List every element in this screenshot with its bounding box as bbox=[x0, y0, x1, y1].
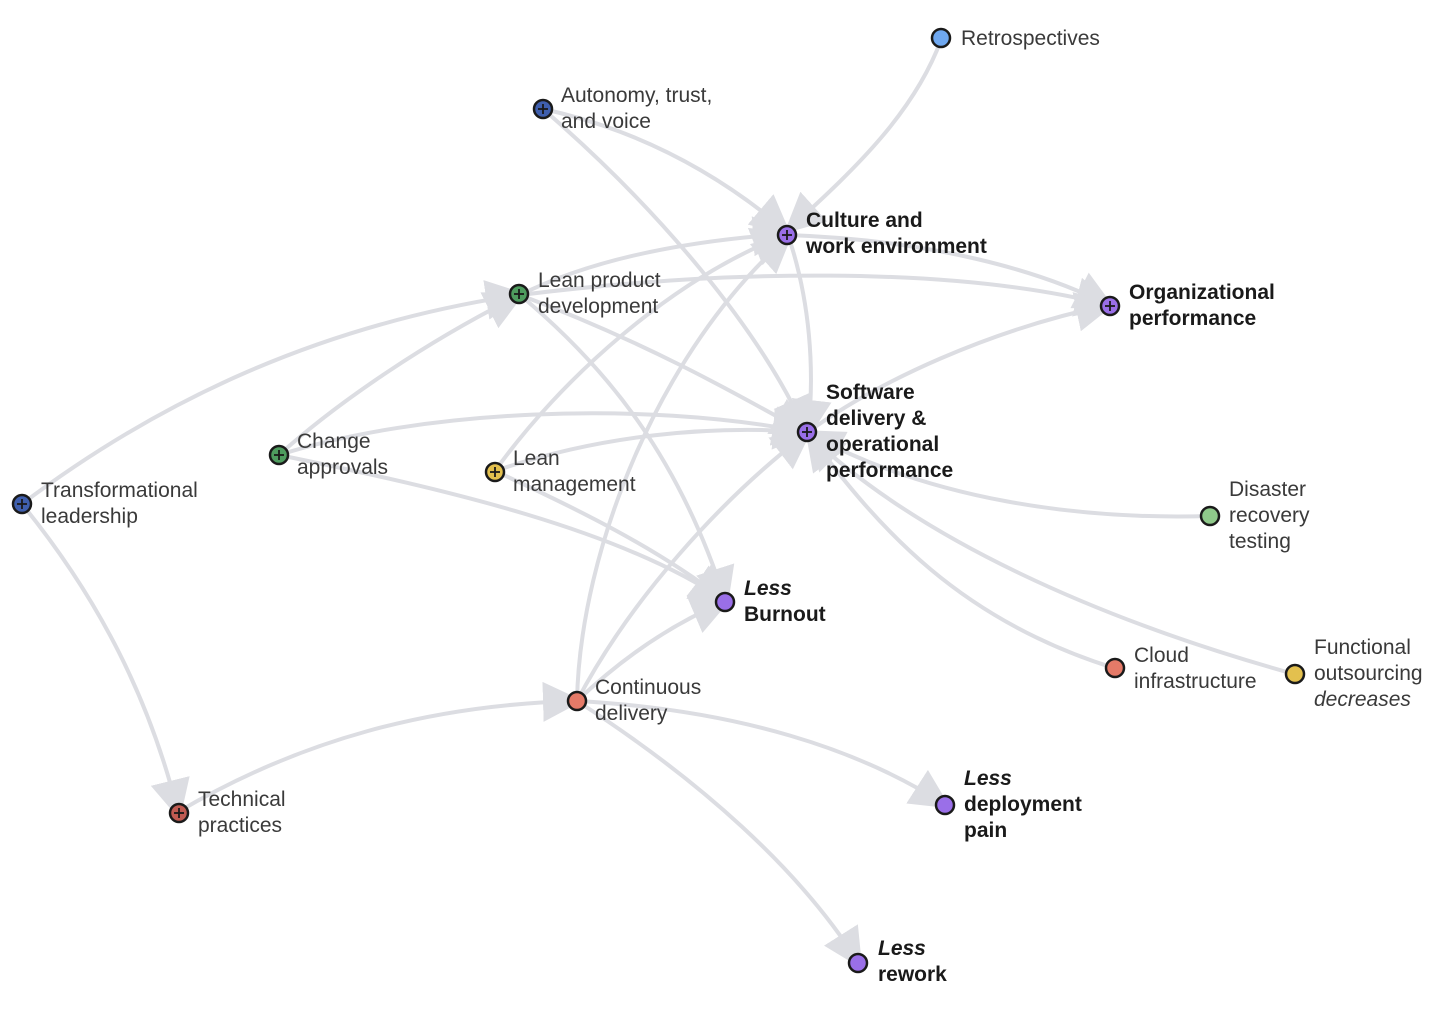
edge-continuous-delivery-to-culture bbox=[575, 232, 793, 703]
node-dot-org-performance bbox=[1099, 295, 1121, 317]
label-line: infrastructure bbox=[1134, 670, 1257, 693]
label-line: management bbox=[513, 473, 636, 496]
label-line: development bbox=[538, 295, 659, 318]
edge-functional-outsourcing-to-software-delivery bbox=[804, 430, 1296, 676]
node-label-lean-product-development: Lean product development bbox=[538, 268, 661, 320]
edge-lean-product-to-org-performance bbox=[518, 273, 1116, 317]
edge-continuous-delivery-to-software-delivery bbox=[575, 429, 813, 703]
label-line: Autonomy, trust, bbox=[561, 84, 713, 107]
label-line: Software bbox=[826, 381, 915, 404]
node-dot-less-deployment-pain bbox=[934, 794, 956, 816]
label-line: Less bbox=[964, 767, 1012, 790]
edge-change-approvals-to-software-delivery bbox=[277, 406, 813, 457]
node-label-less-rework: Less rework bbox=[878, 936, 947, 988]
label-line: Disaster bbox=[1229, 478, 1307, 501]
edge-autonomy-to-culture bbox=[541, 107, 792, 236]
edge-lean-management-to-less-burnout bbox=[493, 469, 731, 605]
node-label-technical-practices: Technical practices bbox=[198, 787, 286, 839]
node-dot-transformational bbox=[11, 493, 33, 515]
label-line: performance bbox=[1129, 307, 1257, 330]
label-line: recovery bbox=[1229, 504, 1310, 527]
edge-lean-management-to-culture bbox=[493, 228, 793, 473]
node-label-disaster-recovery-testing: Disaster recovery testing bbox=[1229, 477, 1310, 555]
label-line: Culture and bbox=[806, 209, 923, 232]
node-label-continuous-delivery: Continuous delivery bbox=[595, 675, 701, 727]
node-label-autonomy-trust-voice: Autonomy, trust, and voice bbox=[561, 83, 712, 135]
node-dot-technical-practices bbox=[168, 802, 190, 824]
node-dot-less-burnout bbox=[714, 591, 736, 613]
edge-continuous-delivery-to-less-rework bbox=[575, 699, 863, 969]
node-dot-lean-management bbox=[484, 461, 506, 483]
node-dot-lean-product bbox=[508, 283, 530, 305]
label-line: pain bbox=[964, 819, 1008, 842]
label-line: practices bbox=[198, 814, 283, 837]
label-line: Less bbox=[744, 577, 792, 600]
node-label-less-deployment-pain: Less deployment pain bbox=[964, 766, 1082, 844]
label-line: work environment bbox=[806, 235, 987, 258]
label-line: deployment bbox=[964, 793, 1082, 816]
edge-cloud-to-software-delivery bbox=[805, 429, 1116, 670]
edge-lean-management-to-software-delivery bbox=[493, 409, 813, 473]
label-line: Cloud bbox=[1134, 644, 1189, 667]
edge-continuous-delivery-to-less-burnout bbox=[575, 596, 732, 703]
node-dot-culture bbox=[776, 224, 798, 246]
node-dot-cloud bbox=[1104, 657, 1126, 679]
edge-transformational-to-technical-practices bbox=[20, 502, 190, 820]
label-line: and voice bbox=[561, 110, 651, 133]
label-line: decreases bbox=[1314, 688, 1411, 711]
label-line: performance bbox=[826, 459, 954, 482]
nodes-layer bbox=[11, 27, 1306, 974]
label-line: rework bbox=[878, 963, 947, 986]
edges-layer bbox=[20, 38, 1296, 969]
label-line: outsourcing bbox=[1314, 662, 1423, 685]
edge-disaster-recovery-to-software-delivery bbox=[802, 430, 1212, 519]
label-line: Change bbox=[297, 430, 371, 453]
node-label-culture-work-environment: Culture and work environment bbox=[806, 208, 987, 260]
node-dot-autonomy bbox=[532, 98, 554, 120]
node-dot-continuous-delivery bbox=[566, 690, 588, 712]
edge-retrospectives-to-culture bbox=[784, 38, 943, 234]
node-label-software-delivery-performance: Software delivery & operational performance bbox=[826, 380, 953, 484]
label-line: delivery & bbox=[826, 407, 927, 430]
node-label-transformational-leadership: Transformational leadership bbox=[41, 478, 198, 530]
label-line: leadership bbox=[41, 505, 138, 528]
edge-continuous-delivery-to-less-deployment-pain bbox=[575, 699, 951, 809]
label-line: operational bbox=[826, 433, 940, 456]
label-line: approvals bbox=[297, 456, 389, 479]
label-line: Less bbox=[878, 937, 926, 960]
edge-change-approvals-to-lean-product bbox=[277, 292, 526, 457]
node-label-functional-outsourcing: Functional outsourcing decreases bbox=[1314, 635, 1423, 713]
edge-software-delivery-to-org-performance bbox=[806, 292, 1116, 434]
node-label-retrospectives: Retrospectives bbox=[961, 26, 1100, 52]
label-line: Retrospectives bbox=[961, 27, 1100, 50]
label-line: Continuous bbox=[595, 676, 702, 699]
label-line: testing bbox=[1229, 530, 1291, 553]
label-line: Burnout bbox=[744, 603, 826, 626]
label-line: Lean product bbox=[538, 269, 661, 292]
node-dot-less-rework bbox=[847, 952, 869, 974]
node-label-lean-management: Lean management bbox=[513, 446, 636, 498]
node-label-organizational-performance: Organizational performance bbox=[1129, 280, 1275, 332]
node-label-cloud-infrastructure: Cloud infrastructure bbox=[1134, 643, 1257, 695]
node-dot-software-delivery bbox=[796, 421, 818, 443]
label-line: Lean bbox=[513, 447, 560, 470]
edge-change-approvals-to-less-burnout bbox=[277, 453, 731, 605]
edge-technical-practices-to-continuous-delivery bbox=[176, 681, 583, 814]
node-dot-disaster-recovery bbox=[1199, 505, 1221, 527]
label-line: Transformational bbox=[41, 479, 198, 502]
node-dot-functional-outsourcing bbox=[1284, 663, 1306, 685]
node-dot-retrospectives bbox=[930, 27, 952, 49]
node-dot-change-approvals bbox=[268, 444, 290, 466]
edge-transformational-to-lean-product bbox=[20, 280, 526, 506]
label-line: Technical bbox=[198, 788, 286, 811]
label-line: Functional bbox=[1314, 636, 1411, 659]
label-line: Organizational bbox=[1129, 281, 1275, 304]
edge-autonomy-to-software-delivery bbox=[541, 107, 811, 438]
node-label-change-approvals: Change approvals bbox=[297, 429, 388, 481]
edge-lean-product-to-less-burnout bbox=[518, 293, 735, 608]
label-line: delivery bbox=[595, 702, 668, 725]
